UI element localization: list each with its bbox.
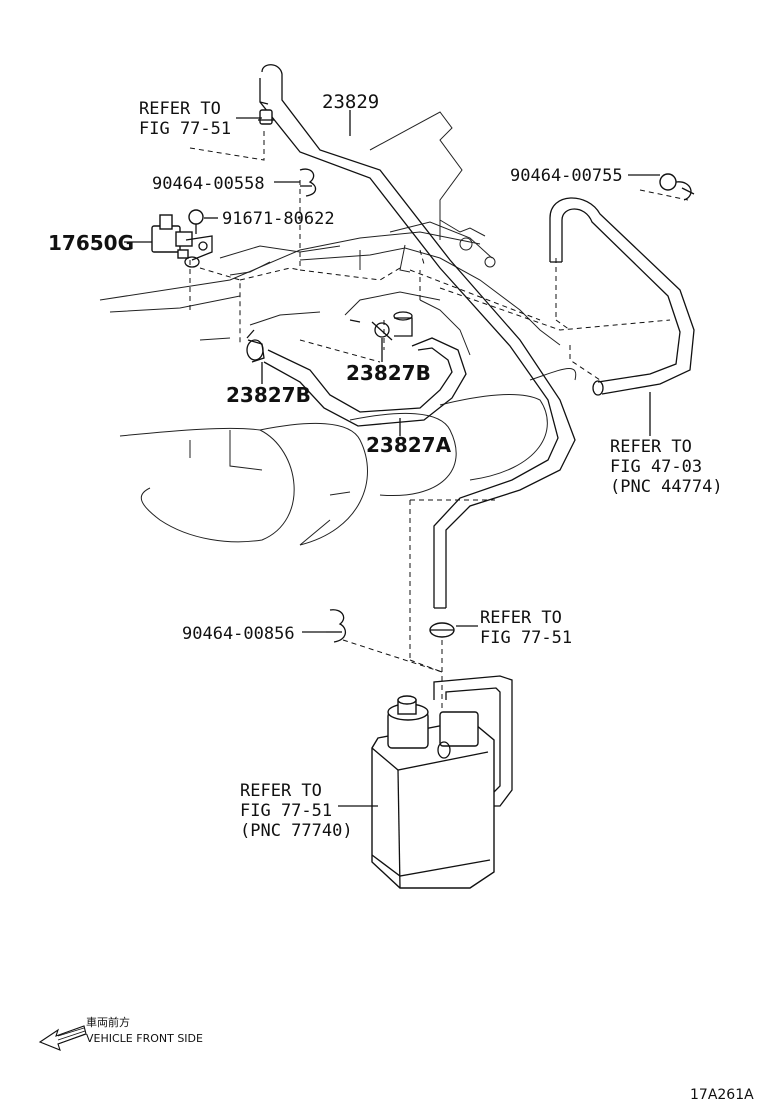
ref-top-left-line1: REFER TO (139, 99, 221, 119)
bolt-91671 (188, 209, 204, 234)
assembly-lines (189, 128, 689, 800)
connector-top (258, 109, 274, 125)
charcoal-canister (371, 675, 513, 889)
labels: REFER TO FIG 77-51 23829 90464-00558 916… (48, 91, 723, 841)
hose-23829 (259, 64, 576, 609)
ref-canister-line3: (PNC 77740) (240, 821, 353, 841)
part-17650g: 17650G (48, 231, 134, 255)
part-90464-00856: 90464-00856 (182, 624, 295, 644)
legend-english: VEHICLE FRONT SIDE (86, 1032, 203, 1045)
engine-outline (99, 111, 577, 546)
ref-right-line1: REFER TO (610, 437, 692, 457)
vsv-17650g (151, 214, 213, 268)
clip-90464-00755 (659, 173, 695, 201)
ref-lower-line2: FIG 77-51 (480, 628, 572, 648)
ref-canister-line2: FIG 77-51 (240, 801, 332, 821)
ref-top-left-line2: FIG 77-51 (139, 119, 231, 139)
ref-lower-line1: REFER TO (480, 608, 562, 628)
ref-right-line2: FIG 47-03 (610, 457, 702, 477)
part-90464-00558: 90464-00558 (152, 174, 265, 194)
clip-90464-00558 (299, 168, 317, 197)
part-23829: 23829 (322, 91, 379, 113)
part-23827b-left: 23827B (226, 383, 311, 407)
hose-23827 (246, 311, 467, 427)
leader-lines (124, 110, 660, 807)
front-side-legend: 車両前方 VEHICLE FRONT SIDE (38, 1015, 203, 1051)
clamp-middle (429, 622, 455, 638)
ref-right-line3: (PNC 44774) (610, 477, 723, 497)
figure-id: 17A261A (690, 1087, 754, 1103)
legend-japanese: 車両前方 (86, 1015, 130, 1029)
part-23827a: 23827A (366, 433, 452, 457)
part-23827b-right: 23827B (346, 361, 431, 385)
hose-right (549, 197, 695, 396)
part-91671-80622: 91671-80622 (222, 209, 335, 229)
clip-90464-00856 (326, 609, 346, 643)
part-90464-00755: 90464-00755 (510, 166, 623, 186)
ref-canister-line1: REFER TO (240, 781, 322, 801)
